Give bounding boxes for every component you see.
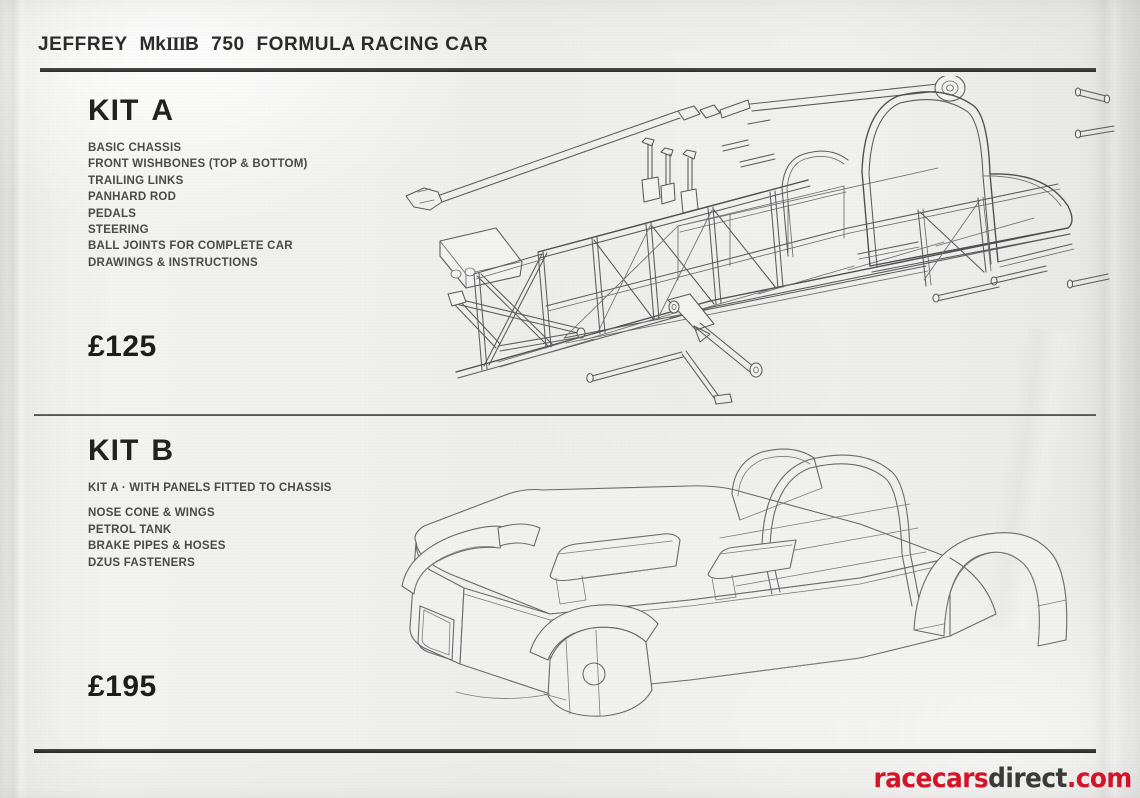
loose-tube-right-a <box>747 119 771 125</box>
panhard-rod-and-links <box>667 293 763 378</box>
title-model-roman: III <box>165 34 186 55</box>
header-divider-rule <box>40 68 1096 72</box>
bonnet-air-scoop <box>549 533 681 605</box>
list-item: DRAWINGS & INSTRUCTIONS <box>88 256 258 269</box>
kit-b-price: £195 <box>88 670 157 703</box>
watermark-part-com: .com <box>1067 763 1132 794</box>
kit-a-block: KIT A BASIC CHASSIS FRONT WISHBONES (TOP … <box>88 96 308 271</box>
roll-bar <box>761 454 921 607</box>
front-wishbone-loose <box>447 290 586 352</box>
secondary-hoop <box>781 150 849 258</box>
list-item-lead: KIT A · WITH PANELS FITTED TO CHASSIS <box>88 482 332 494</box>
front-wheel-fairing <box>529 604 659 717</box>
list-item: BRAKE PIPES & HOSES <box>88 540 226 553</box>
list-item: BASIC CHASSIS <box>88 142 182 154</box>
chassis-illustration <box>378 76 1118 406</box>
title-model-suffix: B <box>185 34 200 55</box>
kit-b-name: KIT <box>88 434 140 467</box>
loose-tubes-left <box>721 139 776 168</box>
list-item: NOSE CONE & WINGS <box>88 507 215 520</box>
nose-intake <box>417 605 455 661</box>
bodywork-illustration <box>390 428 1090 728</box>
kit-b-letter: B <box>151 434 174 467</box>
front-wings <box>401 523 541 595</box>
racecarsdirect-watermark[interactable]: racecarsdirect.com <box>873 763 1133 794</box>
kit-b-heading: KIT B <box>88 436 332 466</box>
rear-wheel-arch <box>913 532 1068 647</box>
chassis-front-truss <box>473 250 553 371</box>
loose-tubes-right <box>1066 125 1115 289</box>
page-title: JEFFREY MkIIIB 750 FORMULA RACING CAR <box>38 34 488 56</box>
bodywork-drawing-svg <box>401 448 1068 717</box>
cockpit-surround <box>731 448 823 521</box>
chassis-far-side-frame <box>563 167 939 339</box>
kit-b-contents-list: KIT A · WITH PANELS FITTED TO CHASSIS NO… <box>88 480 332 571</box>
footer-divider-rule <box>34 749 1096 753</box>
list-item: FRONT WISHBONES (TOP & BOTTOM) <box>88 158 308 171</box>
list-item: PEDALS <box>88 207 137 220</box>
chassis-bracket-channel <box>439 227 523 289</box>
chassis-cockpit-frame <box>537 179 851 335</box>
pedal-cluster <box>641 137 699 214</box>
list-item: PETROL TANK <box>88 523 172 536</box>
kit-a-letter: A <box>151 94 174 127</box>
chassis-rear-bay <box>847 173 1075 287</box>
title-class: 750 <box>211 34 245 55</box>
kit-b-block: KIT B KIT A · WITH PANELS FITTED TO CHASS… <box>88 436 332 571</box>
title-brand: JEFFREY <box>38 34 128 55</box>
title-category: FORMULA RACING CAR <box>256 34 489 55</box>
loose-tube-upper-right <box>1074 87 1111 104</box>
title-model-prefix: Mk <box>139 34 166 55</box>
steering-rack-assembly <box>405 76 966 211</box>
list-item: DZUS FASTENERS <box>88 556 196 569</box>
watermark-part-direct: direct <box>988 763 1068 794</box>
kit-a-price: £125 <box>88 330 157 363</box>
kit-a-heading: KIT A <box>88 96 308 126</box>
list-item: PANHARD ROD <box>88 191 177 204</box>
rear-deck-panels <box>707 503 927 601</box>
rear-body-taper <box>455 557 997 699</box>
chassis-lower-rails <box>455 217 1071 379</box>
car-body-tub <box>409 485 951 695</box>
list-item: TRAILING LINKS <box>88 174 184 187</box>
list-item: STEERING <box>88 224 149 237</box>
kit-a-name: KIT <box>88 94 140 127</box>
kit-a-contents-list: BASIC CHASSIS FRONT WISHBONES (TOP & BOT… <box>88 140 308 271</box>
rear-stub-tubes <box>857 241 1048 303</box>
lower-a-arm <box>586 350 733 405</box>
watermark-part-racecars: racecars <box>873 763 989 794</box>
chassis-drawing-svg <box>405 76 1115 405</box>
main-roll-hoop <box>861 91 999 267</box>
list-item: BALL JOINTS FOR COMPLETE CAR <box>88 240 293 253</box>
section-divider-rule <box>34 414 1096 416</box>
